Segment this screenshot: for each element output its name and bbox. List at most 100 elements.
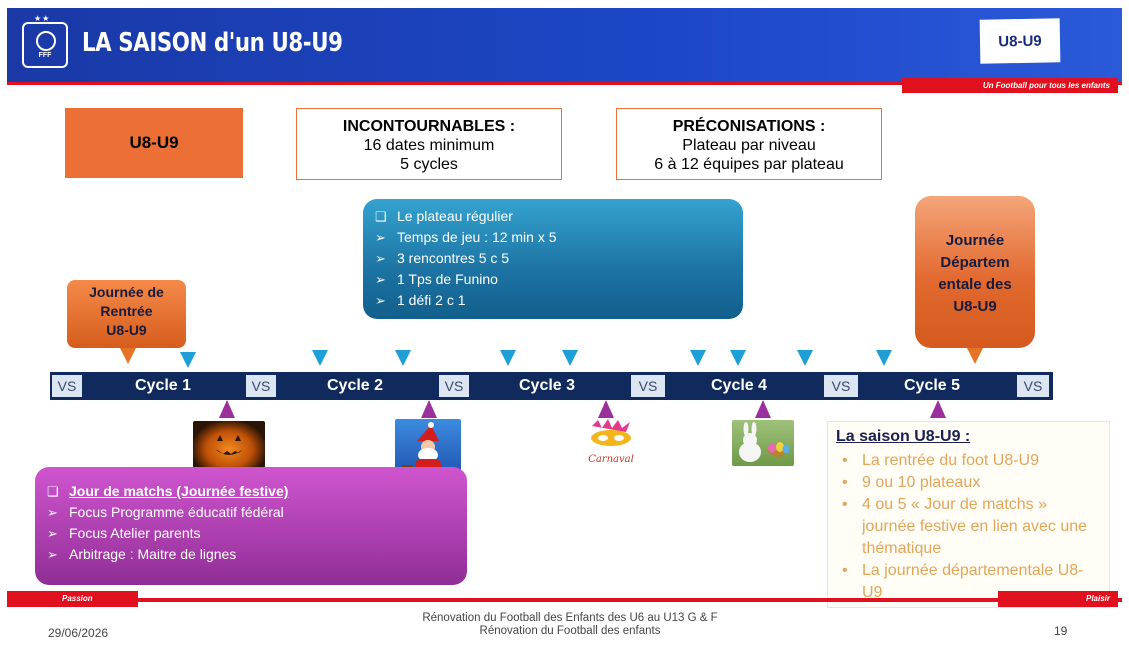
list-item: ➢Focus Atelier parents	[47, 523, 455, 544]
bubble-line: Journée de	[89, 284, 164, 300]
list-item: ➢ Focus Programme éducatif fédéral	[47, 502, 455, 523]
incontournables-title: INCONTOURNABLES :	[342, 118, 516, 135]
list-item: 9 ou 10 plateaux	[836, 472, 1101, 494]
list-item-text: Le plateau régulier	[397, 208, 513, 224]
plateau-marker-icon	[797, 350, 813, 366]
cycle-label: Cycle 4	[711, 377, 768, 394]
list-item-text: 3 rencontres 5 c 5	[397, 250, 510, 266]
slogan-banner: Un Football pour tous les enfants	[902, 78, 1118, 93]
bubble-line: Départem	[940, 254, 1010, 271]
vs-label: VS	[52, 375, 82, 397]
carnaval-label: Carnaval	[588, 454, 634, 465]
saison-summary-box: La saison U8-U9 : La rentrée du foot U8-…	[827, 421, 1110, 608]
plateau-marker-icon	[312, 350, 328, 366]
category-box: U8-U9	[65, 108, 243, 178]
list-item: ➢ Temps de jeu : 12 min x 5	[375, 227, 731, 248]
arrow-icon: ➢	[47, 526, 58, 541]
footer-caption: Rénovation du Football des Enfants des U…	[330, 612, 810, 638]
checkbox-icon: ❑	[375, 209, 387, 224]
list-item-text: Jour de matchs (Journée festive)	[69, 483, 289, 499]
arrow-icon: ➢	[375, 230, 386, 245]
list-item-text: Focus Programme éducatif fédéral	[69, 504, 284, 520]
arrow-icon: ➢	[375, 293, 386, 308]
list-item: ➢ 1 défi 2 c 1	[375, 290, 731, 311]
rentree-pointer-icon	[120, 348, 136, 364]
festive-marker-icon	[598, 400, 614, 418]
list-item-text: 1 défi 2 c 1	[397, 292, 466, 308]
arrow-icon: ➢	[47, 505, 58, 520]
cycle-label: Cycle 5	[904, 377, 961, 394]
list-item: 4 ou 5 « Jour de matchs » journée festiv…	[836, 494, 1101, 560]
page-number: 19	[1054, 624, 1068, 638]
vs-label: VS	[1017, 375, 1049, 397]
halloween-pumpkin-image	[193, 421, 265, 468]
vs-label: VS	[439, 375, 469, 397]
list-item-text: 1 Tps de Funino	[397, 271, 498, 287]
ball-icon	[36, 31, 56, 51]
festive-marker-icon	[219, 400, 235, 418]
bunny-icon	[739, 422, 790, 462]
checkbox-icon: ❑	[47, 484, 59, 499]
vs-label: VS	[246, 375, 276, 397]
footer-line: Rénovation du Football des Enfants des U…	[422, 612, 718, 624]
header-red-line	[7, 82, 1122, 85]
rentree-bubble: Journée de Rentrée U8-U9	[67, 280, 186, 348]
preconisations-line: Plateau par niveau	[682, 137, 816, 154]
bubble-line: U8-U9	[953, 298, 997, 315]
saison-title: La saison U8-U9 :	[836, 428, 971, 445]
list-item: ➢ 3 rencontres 5 c 5	[375, 248, 731, 269]
plateau-marker-icon	[876, 350, 892, 366]
festive-box: ❑Jour de matchs (Journée festive) ➢Focus…	[35, 467, 467, 585]
bubble-line: entale des	[938, 276, 1012, 293]
easter-bunny-image	[732, 420, 794, 466]
festive-marker-icon	[930, 400, 946, 418]
cycle-label: Cycle 3	[519, 377, 576, 394]
footer-date: 29/06/2026	[48, 626, 109, 640]
season-timeline: VS Cycle 1 VS Cycle 2 VS Cycle 3 VS Cycl…	[50, 372, 1053, 400]
arrow-icon: ➢	[375, 251, 386, 266]
plateau-marker-icon	[395, 350, 411, 366]
bubble-line: Rentrée	[100, 303, 153, 319]
plateau-marker-icon	[730, 350, 746, 366]
arrow-icon: ➢	[375, 272, 386, 287]
departementale-pointer-icon	[967, 348, 983, 364]
incontournables-box: INCONTOURNABLES : 16 dates minimum 5 cyc…	[296, 108, 562, 180]
arrow-icon: ➢	[47, 547, 58, 562]
cycle-label: Cycle 1	[135, 377, 192, 394]
carnival-mask-icon: Carnaval	[588, 419, 634, 465]
departementale-bubble: Journée Départem entale des U8-U9	[915, 196, 1035, 348]
festive-marker-icon	[755, 400, 771, 418]
vs-label: VS	[824, 375, 858, 397]
logo-label: FFF	[38, 52, 52, 59]
stars-icon: ★★	[34, 14, 51, 23]
vs-label: VS	[631, 375, 665, 397]
list-item: ❑ Jour de matchs (Journée festive)	[47, 481, 455, 502]
page-title: LA SAISON d'un U8-U9	[82, 28, 343, 58]
list-item: La journée départementale U8-U9	[836, 560, 1101, 604]
footer-line: Rénovation du Football des enfants	[479, 625, 661, 637]
list-item-text: Temps de jeu : 12 min x 5	[397, 229, 557, 245]
passion-tag: Passion	[7, 591, 138, 607]
list-item: ➢ Arbitrage : Maitre de lignes	[47, 544, 455, 565]
plateau-box: ❑ Le plateau régulier ➢ Temps de jeu : 12 …	[363, 199, 743, 319]
plateau-marker-icon	[690, 350, 706, 366]
fff-logo-icon: ★★ FFF	[22, 14, 68, 68]
festive-marker-icon	[421, 400, 437, 418]
bubble-line: Journée	[945, 232, 1005, 249]
category-badge: U8-U9	[979, 18, 1061, 64]
header-bar	[7, 8, 1122, 82]
list-item: ❑ Le plateau régulier	[375, 206, 731, 227]
list-item-text: Arbitrage : Maitre de lignes	[69, 546, 237, 562]
preconisations-title: PRÉCONISATIONS :	[672, 118, 826, 135]
plateau-marker-icon	[180, 352, 196, 368]
cycle-label: Cycle 2	[327, 377, 384, 394]
carnaval-mask-image: Carnaval	[582, 418, 640, 468]
preconisations-line: 6 à 12 équipes par plateau	[654, 156, 844, 173]
incontournables-line: 16 dates minimum	[363, 137, 495, 154]
footer-red-line	[7, 598, 1122, 602]
list-item: La rentrée du foot U8-U9	[836, 450, 1101, 472]
bubble-line: U8-U9	[106, 322, 147, 338]
list-item: ➢ 1 Tps de Funino	[375, 269, 731, 290]
preconisations-box: PRÉCONISATIONS : Plateau par niveau 6 à …	[616, 108, 882, 180]
plateau-marker-icon	[500, 350, 516, 366]
